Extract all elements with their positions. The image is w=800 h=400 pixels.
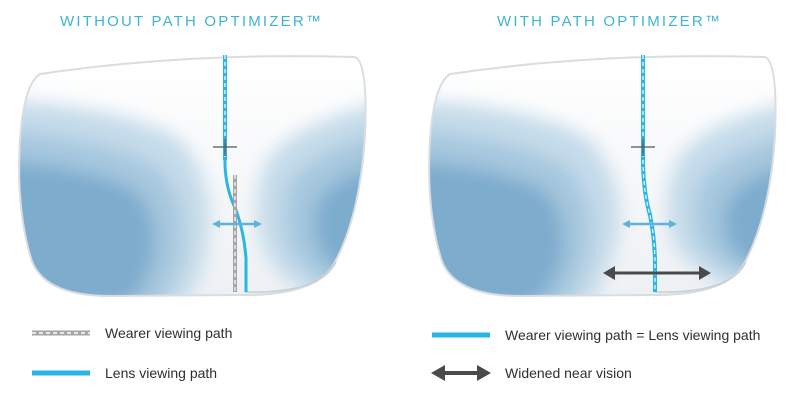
legend-wearer-label: Wearer viewing path (105, 325, 233, 341)
left-fitting-cross (213, 139, 237, 156)
legend-equal-label: Wearer viewing path = Lens viewing path (505, 327, 761, 343)
blue-dashed-line-icon (430, 327, 492, 343)
legend-lens-label: Lens viewing path (105, 365, 218, 381)
legend-widened-near-vision: Widened near vision (430, 363, 632, 383)
left-lens (18, 55, 367, 298)
blue-line-icon (30, 365, 92, 381)
legend-wearer-viewing-path: Wearer viewing path (30, 323, 232, 343)
left-panel-title: WITHOUT PATH OPTIMIZER™ (60, 13, 324, 30)
right-lens (428, 55, 777, 298)
lens-diagrams (18, 55, 777, 298)
gray-dashed-line-icon (30, 325, 92, 341)
double-arrow-icon (430, 365, 492, 381)
right-fitting-cross (631, 139, 655, 156)
right-widened-near-vision-arrow (603, 266, 711, 280)
right-panel-title: WITH PATH OPTIMIZER™ (497, 13, 723, 30)
legend-widened-label: Widened near vision (505, 365, 632, 381)
legend-equal-paths: Wearer viewing path = Lens viewing path (430, 325, 760, 345)
legend-lens-viewing-path: Lens viewing path (30, 363, 217, 383)
